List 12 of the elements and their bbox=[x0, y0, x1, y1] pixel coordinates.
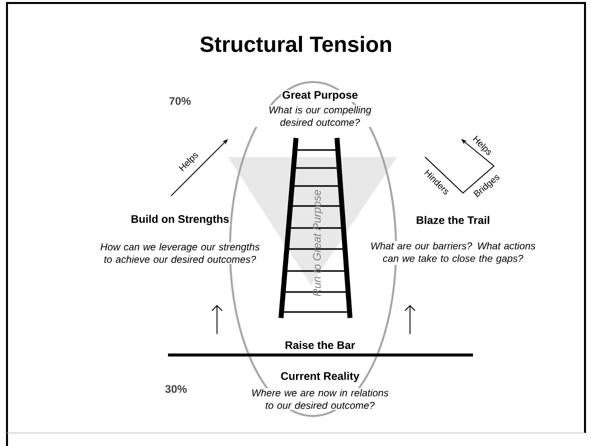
heading: Blaze the Trail bbox=[416, 216, 490, 224]
question-text: Where we are now in relations to our desired outcome? bbox=[252, 389, 388, 409]
question-text: What is our compelling desired outcome? bbox=[269, 106, 372, 126]
heading: Raise the Bar bbox=[286, 340, 355, 350]
heading: Current Reality bbox=[281, 372, 360, 382]
heading: Great Purpose bbox=[282, 91, 358, 101]
question-text: How can we leverage our strengths to achieve our desired outcomes? bbox=[100, 243, 260, 263]
title: Structural Tension bbox=[200, 36, 392, 52]
percent-label: 70% bbox=[169, 97, 191, 105]
question-text: What are our barriers? What actions can we take to close the gaps? bbox=[371, 242, 536, 264]
percent-label: 30% bbox=[165, 385, 187, 393]
heading: Build on Strengths bbox=[132, 214, 229, 226]
